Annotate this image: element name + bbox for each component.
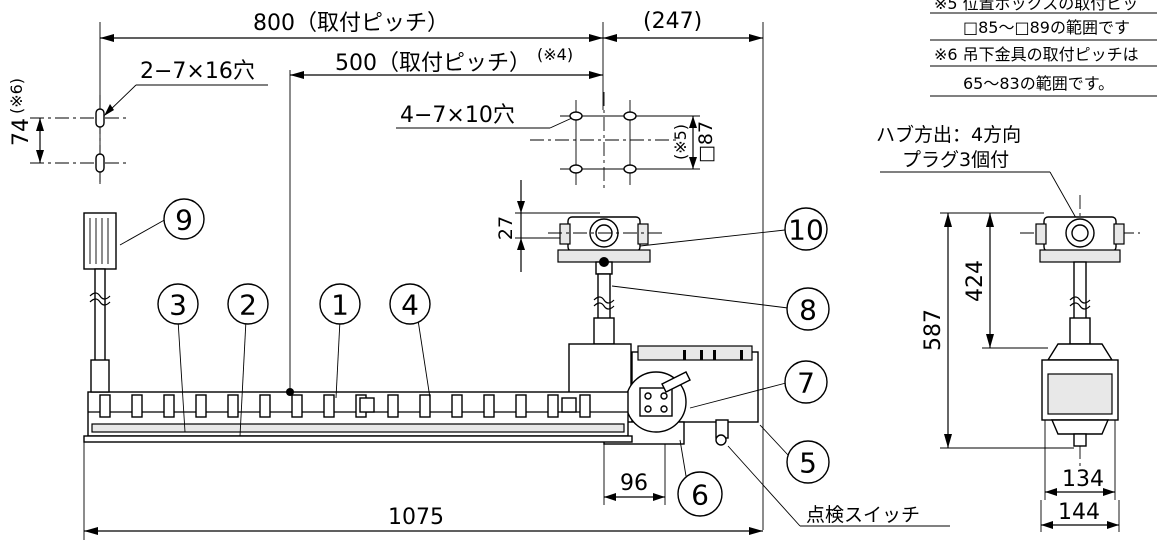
dim-500-label: 500（取付ピッチ）: [335, 51, 531, 76]
dim-1075-label: 1075: [388, 505, 444, 530]
dimension-27: 27: [495, 180, 600, 272]
dim-87-note-ref: (※5): [671, 124, 690, 160]
callout-7: 7: [797, 367, 815, 400]
hole-4x7x10-label: 4−7×10穴: [400, 103, 515, 128]
dimension-74: 74 (※6): [7, 78, 44, 163]
dim-74-label: 74: [9, 118, 34, 146]
dimension-500: 500（取付ピッチ） (※4): [289, 45, 603, 390]
ballast-unit: [625, 371, 691, 433]
hub-line1: ハブ方出：4方向: [876, 123, 1021, 146]
reflector-tray: [83, 388, 633, 443]
callouts: 9 3 2 1 4 10 8 7 5 6: [119, 198, 830, 517]
callout-8: 8: [799, 294, 817, 327]
note5-line1: ※5 位置ボックスの取付ピッ: [934, 0, 1138, 13]
dim-134-label: 134: [1062, 467, 1104, 492]
dim-424-label: 424: [963, 260, 988, 302]
position-box: [548, 216, 662, 275]
dim-144-label: 144: [1058, 500, 1100, 525]
callout-3: 3: [169, 289, 187, 322]
dim-27-label: 27: [495, 216, 517, 240]
hanger-holes: 2−7×16穴: [30, 59, 268, 185]
dim-96-label: 96: [620, 471, 648, 496]
dim-587-label: 587: [921, 309, 946, 351]
dimension-247: (247): [603, 9, 764, 530]
dimension-1075: 1075: [83, 442, 763, 540]
callout-5: 5: [799, 447, 817, 480]
hole-2x7x16-label: 2−7×16穴: [140, 59, 255, 84]
note6-line2: 65〜83の範囲です。: [963, 74, 1114, 93]
dimension-800: 800（取付ピッチ）: [99, 11, 604, 182]
tray-fins: [99, 394, 591, 418]
callout-2: 2: [239, 289, 257, 322]
dimension-424: 424: [963, 213, 1048, 349]
inspection-switch-label: 点検スイッチ: [727, 445, 950, 527]
hub-line2: プラグ3個付: [902, 149, 1009, 171]
note6-line1: ※6 吊下金具の取付ピッチは: [934, 45, 1139, 64]
hub-label: ハブ方出：4方向 プラグ3個付: [876, 123, 1077, 219]
box-mount-holes: 4−7×10穴: [396, 92, 680, 190]
dimension-96: 96: [603, 444, 666, 505]
note5-line2: □85〜□89の範囲です: [963, 18, 1130, 37]
dimension-144: 144: [1040, 500, 1120, 532]
callout-10: 10: [788, 214, 824, 247]
callout-6: 6: [691, 479, 709, 512]
suspension-pipe: [593, 273, 615, 345]
dim-500-note-ref: (※4): [537, 45, 573, 64]
dimension-587: 587: [921, 212, 1074, 449]
dimension-134: 134: [1044, 420, 1116, 500]
dim-247-label: (247): [643, 9, 702, 34]
dim-87-label: □87: [695, 121, 717, 163]
side-view: [1020, 195, 1140, 470]
dim-74-note-ref: (※6): [7, 78, 26, 114]
callout-9: 9: [175, 204, 193, 237]
callout-1: 1: [331, 289, 349, 322]
inspection-switch-text: 点検スイッチ: [806, 504, 920, 526]
hanging-rod: [83, 212, 117, 393]
dim-800-label: 800（取付ピッチ）: [253, 11, 449, 36]
notes-block: ※5 位置ボックスの取付ピッ □85〜□89の範囲です ※6 吊下金具の取付ピッ…: [930, 0, 1157, 97]
callout-4: 4: [401, 289, 419, 322]
dimension-87: □87 (※5): [640, 115, 717, 170]
